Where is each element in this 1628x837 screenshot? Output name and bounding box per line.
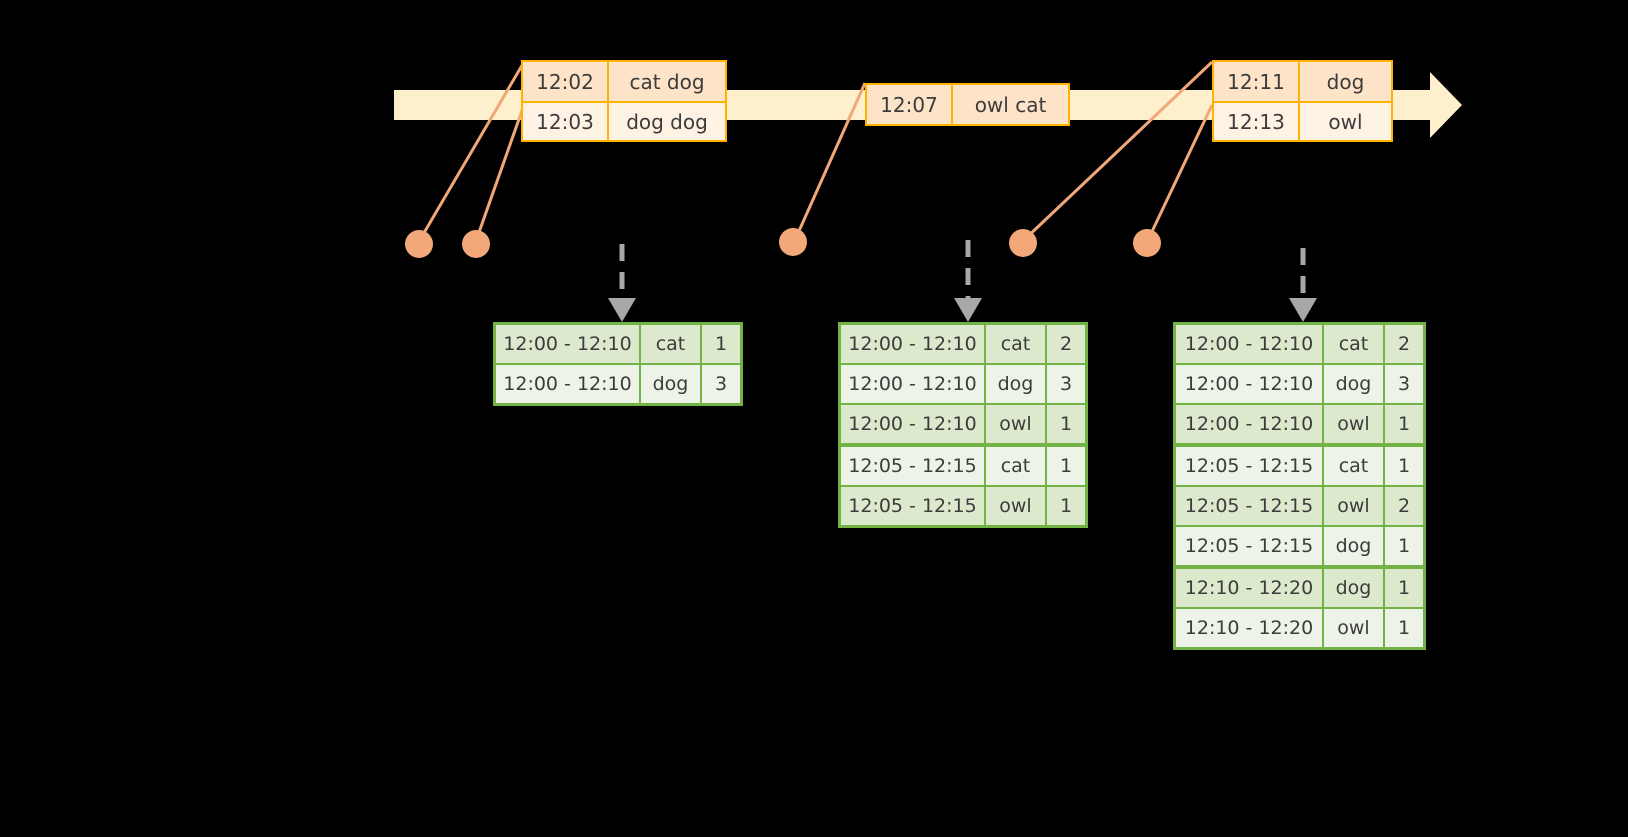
connector-dots [405, 228, 1161, 258]
event-time: 12:07 [867, 85, 953, 124]
cell-word: dog [1324, 569, 1383, 607]
cell-word: owl [1324, 609, 1383, 647]
event-time: 12:13 [1214, 103, 1300, 140]
event-time: 12:02 [523, 62, 609, 101]
connector-line-4 [1022, 60, 1214, 242]
cell-word: cat [1324, 325, 1383, 363]
event-words: cat dog [629, 69, 705, 94]
event-words: owl [1328, 109, 1363, 134]
timeline-event-group-1[interactable]: 12:02 cat dog 12:03 dog dog [521, 60, 727, 142]
event-words: dog dog [626, 109, 708, 134]
connector-line-5 [1146, 104, 1214, 241]
cell-window: 12:05 - 12:15 [841, 447, 984, 485]
cell-count: 1 [702, 325, 740, 363]
event-time: 12:03 [523, 103, 609, 140]
cell-window: 12:05 - 12:15 [1176, 527, 1322, 565]
cell-count: 3 [1385, 365, 1423, 403]
timeline-event-row[interactable]: 12:07 owl cat [867, 85, 1068, 124]
event-time: 12:11 [1214, 62, 1300, 101]
cell-window: 12:10 - 12:20 [1176, 609, 1322, 647]
cell-count: 1 [1385, 405, 1423, 443]
cell-count: 1 [1047, 447, 1085, 485]
connector-line-1 [419, 61, 526, 239]
cell-word: dog [986, 365, 1045, 403]
cell-count: 1 [1047, 487, 1085, 525]
cell-window: 12:00 - 12:10 [841, 405, 984, 443]
cell-word: owl [1324, 405, 1383, 443]
timeline-event-row[interactable]: 12:02 cat dog [523, 62, 725, 101]
cell-word: dog [641, 365, 700, 403]
cell-window: 12:00 - 12:10 [1176, 405, 1322, 443]
cell-window: 12:00 - 12:10 [496, 325, 639, 363]
timeline-event-row[interactable]: 12:11 dog [1214, 62, 1391, 101]
cell-count: 1 [1385, 527, 1423, 565]
cell-word: owl [986, 405, 1045, 443]
cell-window: 12:05 - 12:15 [1176, 487, 1322, 525]
cell-count: 2 [1385, 325, 1423, 363]
cell-word: cat [986, 325, 1045, 363]
dashed-arrow-1 [608, 244, 636, 322]
timeline-event-row[interactable]: 12:03 dog dog [523, 101, 725, 140]
dashed-arrows [608, 240, 1317, 322]
cell-window: 12:00 - 12:10 [1176, 365, 1322, 403]
cell-count: 3 [702, 365, 740, 403]
cell-word: owl [1324, 487, 1383, 525]
timeline-event-row[interactable]: 12:13 owl [1214, 101, 1391, 140]
cell-window: 12:05 - 12:15 [841, 487, 984, 525]
cell-count: 3 [1047, 365, 1085, 403]
dashed-arrow-2 [954, 240, 982, 322]
timeline-event-group-2[interactable]: 12:07 owl cat [865, 83, 1070, 126]
connector-dot-5 [1133, 229, 1161, 257]
connector-dot-3 [779, 228, 807, 256]
cell-count: 2 [1385, 487, 1423, 525]
cell-window: 12:00 - 12:10 [496, 365, 639, 403]
event-words: owl cat [974, 92, 1047, 117]
cell-word: dog [1324, 527, 1383, 565]
event-words: dog [1326, 69, 1365, 94]
cell-window: 12:00 - 12:10 [841, 365, 984, 403]
cell-word: owl [986, 487, 1045, 525]
connector-line-3 [793, 82, 867, 241]
connector-lines [419, 60, 1214, 242]
cell-count: 1 [1385, 609, 1423, 647]
connector-dot-4 [1009, 229, 1037, 257]
dashed-arrow-3 [1289, 248, 1317, 322]
cell-count: 1 [1047, 405, 1085, 443]
cell-word: cat [641, 325, 700, 363]
cell-window: 12:00 - 12:10 [841, 325, 984, 363]
timeline-event-group-3[interactable]: 12:11 dog 12:13 owl [1212, 60, 1393, 142]
cell-count: 2 [1047, 325, 1085, 363]
connector-line-2 [475, 104, 526, 239]
cell-window: 12:05 - 12:15 [1176, 447, 1322, 485]
cell-count: 1 [1385, 447, 1423, 485]
cell-window: 12:10 - 12:20 [1176, 569, 1322, 607]
cell-word: cat [1324, 447, 1383, 485]
cell-window: 12:00 - 12:10 [1176, 325, 1322, 363]
cell-count: 1 [1385, 569, 1423, 607]
cell-word: dog [1324, 365, 1383, 403]
connector-dot-1 [405, 230, 433, 258]
connector-dot-2 [462, 230, 490, 258]
cell-word: cat [986, 447, 1045, 485]
